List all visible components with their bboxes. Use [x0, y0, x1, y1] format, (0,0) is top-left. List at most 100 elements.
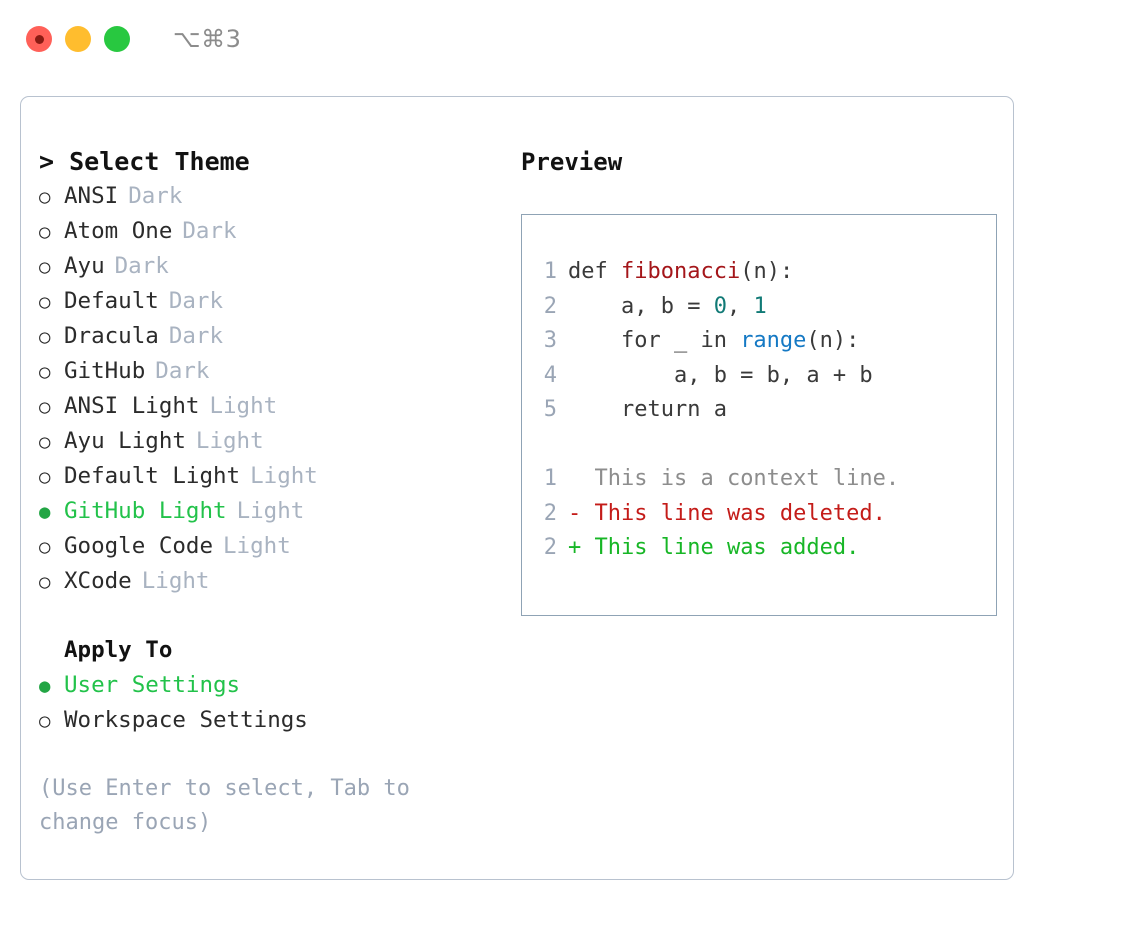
spacer: [39, 599, 499, 633]
theme-option-label: Default Light: [64, 463, 241, 489]
theme-variant-tag: Light: [195, 428, 264, 454]
theme-option-ayu-light[interactable]: ○ Ayu Light Light: [39, 424, 499, 459]
line-number: 3: [543, 328, 557, 353]
radio-unselected-icon: ○: [39, 221, 51, 243]
code-token-plain: a, b = b, a + b: [568, 362, 873, 388]
theme-option-label: Default: [64, 288, 159, 314]
line-number: 1: [543, 466, 557, 491]
theme-option-ayu[interactable]: ○ Ayu Dark: [39, 249, 499, 284]
theme-variant-tag: Dark: [182, 218, 237, 244]
diff-sign: -: [568, 500, 582, 526]
code-token-plain: ,: [726, 293, 754, 319]
code-line-content: a, b = 0, 1: [568, 290, 767, 325]
code-blank-line: [522, 428, 996, 463]
theme-variant-tag: Dark: [128, 183, 183, 209]
code-token-number: 1: [753, 293, 767, 319]
theme-option-atom-one[interactable]: ○ Atom One Dark: [39, 214, 499, 249]
theme-variant-tag: Light: [141, 568, 210, 594]
diff-sample: 1 This is a context line.2- This line wa…: [522, 462, 996, 566]
theme-variant-tag: Dark: [168, 288, 224, 314]
code-token-plain: for _ in: [568, 328, 741, 353]
radio-unselected-icon: ○: [39, 396, 51, 418]
apply-to-header: Apply To: [64, 637, 173, 663]
title-bar: ⌥⌘3: [0, 0, 1140, 78]
theme-option-default[interactable]: ○ Default Dark: [39, 284, 499, 319]
theme-option-label: Atom One: [64, 218, 173, 244]
apply-to-header-row: ○ Apply To: [39, 633, 499, 668]
code-line: 4 a, b = b, a + b: [522, 359, 996, 394]
theme-option-label: ANSI: [64, 183, 119, 209]
theme-option-ansi[interactable]: ○ ANSI Dark: [39, 179, 499, 214]
code-line-content: for _ in range(n):: [568, 324, 859, 359]
line-number: 1: [543, 259, 557, 284]
code-token-plain: a, b =: [568, 293, 714, 319]
diff-line-added: 2+ This line was added.: [522, 531, 996, 566]
code-line-content: a, b = b, a + b: [568, 359, 873, 394]
theme-option-default-light[interactable]: ○ Default Light Light: [39, 459, 499, 494]
zoom-icon-dot: [113, 35, 122, 44]
code-token-plain: def: [568, 259, 621, 284]
radio-unselected-icon: ○: [39, 256, 51, 278]
apply-to-list[interactable]: ●User Settings ○ Workspace Settings: [39, 668, 499, 738]
diff-sign: [568, 462, 581, 497]
diff-line-text: This line was deleted.: [581, 500, 886, 526]
theme-option-label: Ayu: [64, 253, 105, 279]
radio-unselected-icon: ○: [39, 466, 51, 488]
apply-to-option-workspace-settings[interactable]: ○ Workspace Settings: [39, 703, 499, 738]
radio-unselected-icon: ○: [39, 326, 51, 348]
radio-unselected-icon: ○: [39, 291, 51, 313]
radio-selected-icon: ●: [39, 675, 51, 697]
apply-to-option-user-settings[interactable]: ●User Settings: [39, 668, 499, 703]
theme-variant-tag: Light: [209, 393, 278, 419]
code-sample: 1 def fibonacci(n):2 a, b = 0, 1 3 for _ i…: [522, 255, 996, 428]
diff-sign: +: [568, 535, 582, 560]
theme-option-dracula[interactable]: ○ Dracula Dark: [39, 319, 499, 354]
theme-option-label: ANSI Light: [64, 393, 200, 419]
radio-unselected-icon: ○: [39, 186, 51, 208]
zoom-button-icon[interactable]: [104, 26, 130, 52]
apply-to-marker-placeholder: ○: [39, 634, 64, 668]
close-button-icon[interactable]: [26, 26, 52, 52]
code-line-content: return a: [568, 393, 727, 428]
theme-variant-tag: Dark: [155, 358, 210, 384]
apply-to-option-label: Workspace Settings: [64, 707, 308, 733]
code-token-builtin: range: [740, 328, 807, 353]
line-number: 2: [543, 535, 557, 560]
theme-option-label: XCode: [64, 568, 132, 594]
theme-variant-tag: Light: [250, 463, 318, 489]
diff-line-deleted: 2- This line was deleted.: [522, 497, 996, 532]
code-token-plain: (n):: [740, 259, 794, 284]
radio-unselected-icon: ○: [39, 361, 51, 383]
line-number: 5: [543, 397, 557, 422]
theme-option-label: Dracula: [64, 323, 159, 349]
radio-unselected-icon: ○: [39, 571, 51, 593]
line-number: 2: [543, 500, 557, 526]
code-line: 2 a, b = 0, 1: [522, 290, 996, 325]
radio-unselected-icon: ○: [39, 710, 51, 732]
window-controls: [26, 26, 130, 52]
close-icon-dot: [34, 34, 44, 44]
code-token-plain: (n):: [806, 328, 860, 353]
theme-variant-tag: Dark: [114, 253, 169, 279]
diff-line-context: 1 This is a context line.: [522, 462, 996, 497]
diff-line-text: This is a context line.: [581, 466, 900, 491]
theme-option-xcode[interactable]: ○ XCode Light: [39, 564, 499, 599]
spacer-2: [39, 738, 499, 772]
theme-option-label: Ayu Light: [64, 428, 186, 454]
code-line: 5 return a: [522, 393, 996, 428]
theme-option-ansi-light[interactable]: ○ ANSI Light Light: [39, 389, 499, 424]
theme-variant-tag: Dark: [168, 323, 224, 349]
code-line-content: def fibonacci(n):: [568, 255, 793, 290]
radio-unselected-icon: ○: [39, 431, 51, 453]
theme-variant-tag: Light: [223, 533, 291, 559]
code-line: 1 def fibonacci(n):: [522, 255, 996, 290]
minimize-button-icon[interactable]: [65, 26, 91, 52]
